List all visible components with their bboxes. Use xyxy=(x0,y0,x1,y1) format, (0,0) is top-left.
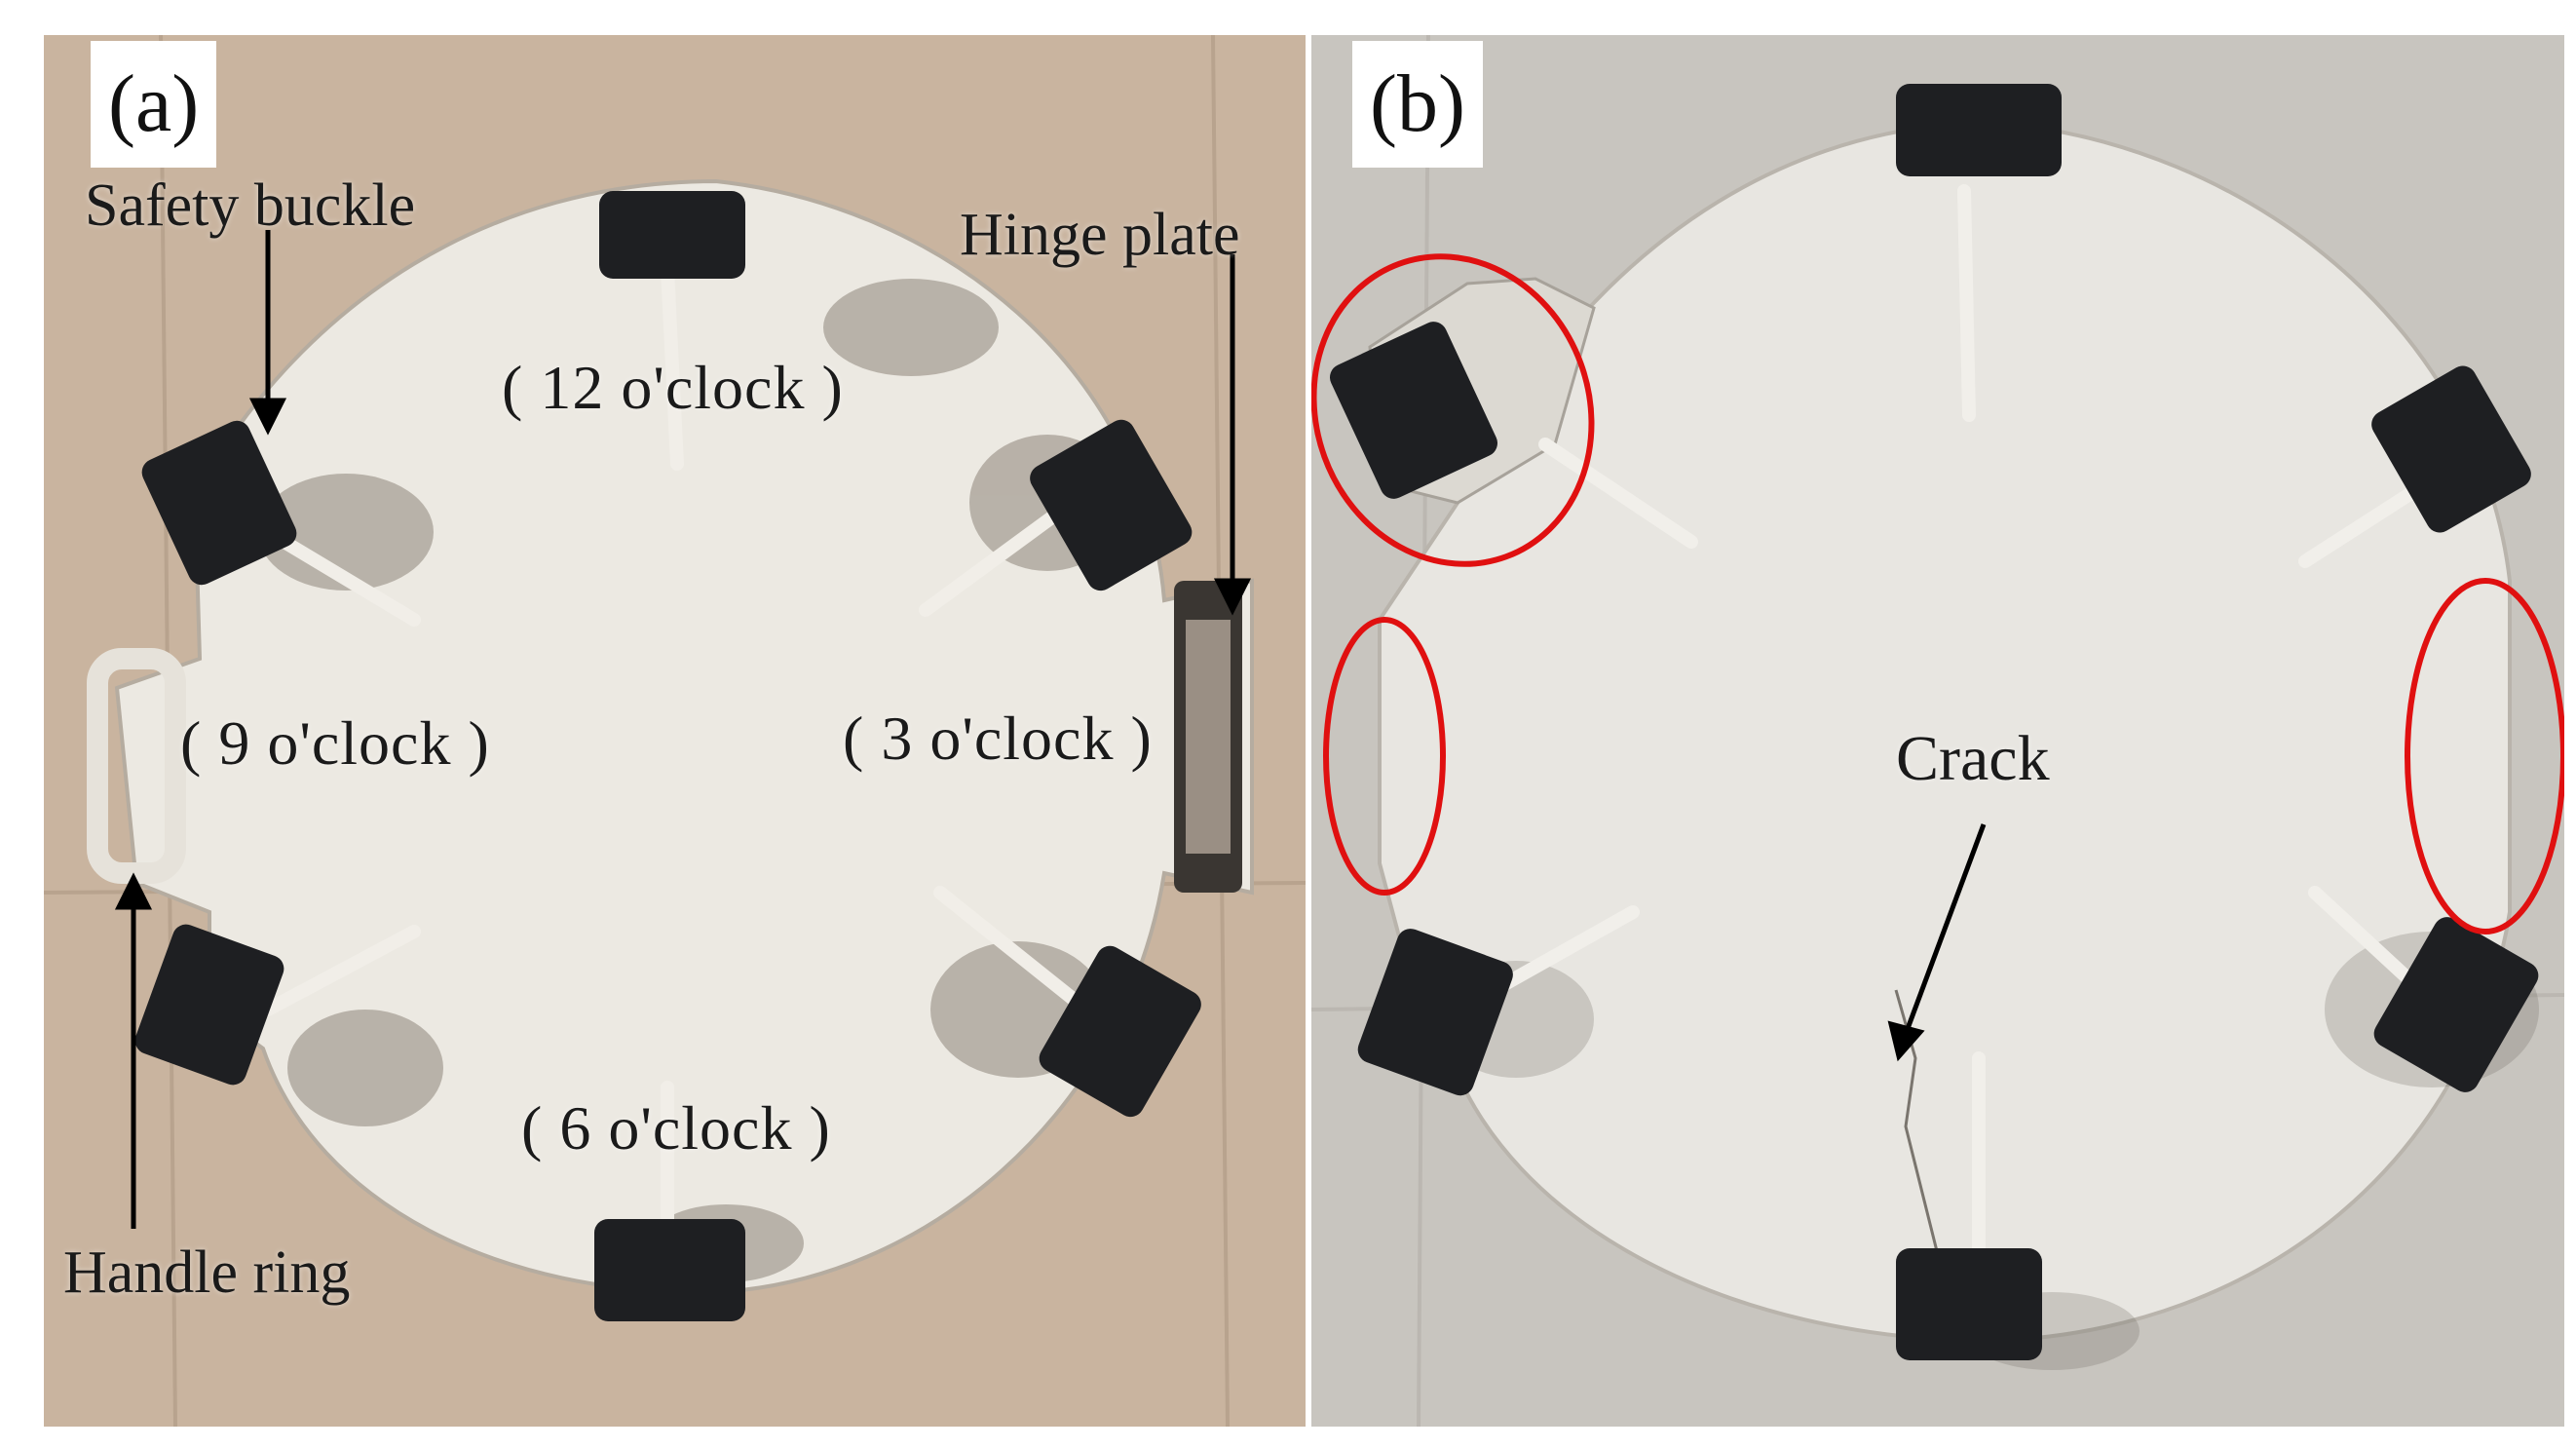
panel-b-photo: (b) Crack xyxy=(1311,35,2564,1427)
clock-3-label: ( 3 o'clock ) xyxy=(843,704,1153,773)
clock-9-label: ( 9 o'clock ) xyxy=(180,708,490,778)
damage-highlights xyxy=(1311,253,2564,934)
handle-ring xyxy=(87,648,186,884)
clock-12-label: ( 12 o'clock ) xyxy=(502,353,844,422)
panel-a-scene xyxy=(44,35,1306,1427)
handle-ring-label: Handle ring xyxy=(63,1239,351,1306)
panel-a-photo: (a) Safety buckle Hinge plate Handle rin… xyxy=(44,35,1306,1427)
safety-buckle-label: Safety buckle xyxy=(85,172,416,239)
safety-buckles-a xyxy=(134,191,1201,1321)
safety-buckles-b xyxy=(1329,84,2539,1360)
panel-b-scene xyxy=(1311,35,2564,1427)
panel-a-label: (a) xyxy=(91,41,217,168)
hinge-plate-label: Hinge plate xyxy=(960,202,1240,268)
crack-label: Crack xyxy=(1896,723,2050,794)
panel-b-label: (b) xyxy=(1352,41,1483,168)
clock-6-label: ( 6 o'clock ) xyxy=(521,1093,831,1163)
